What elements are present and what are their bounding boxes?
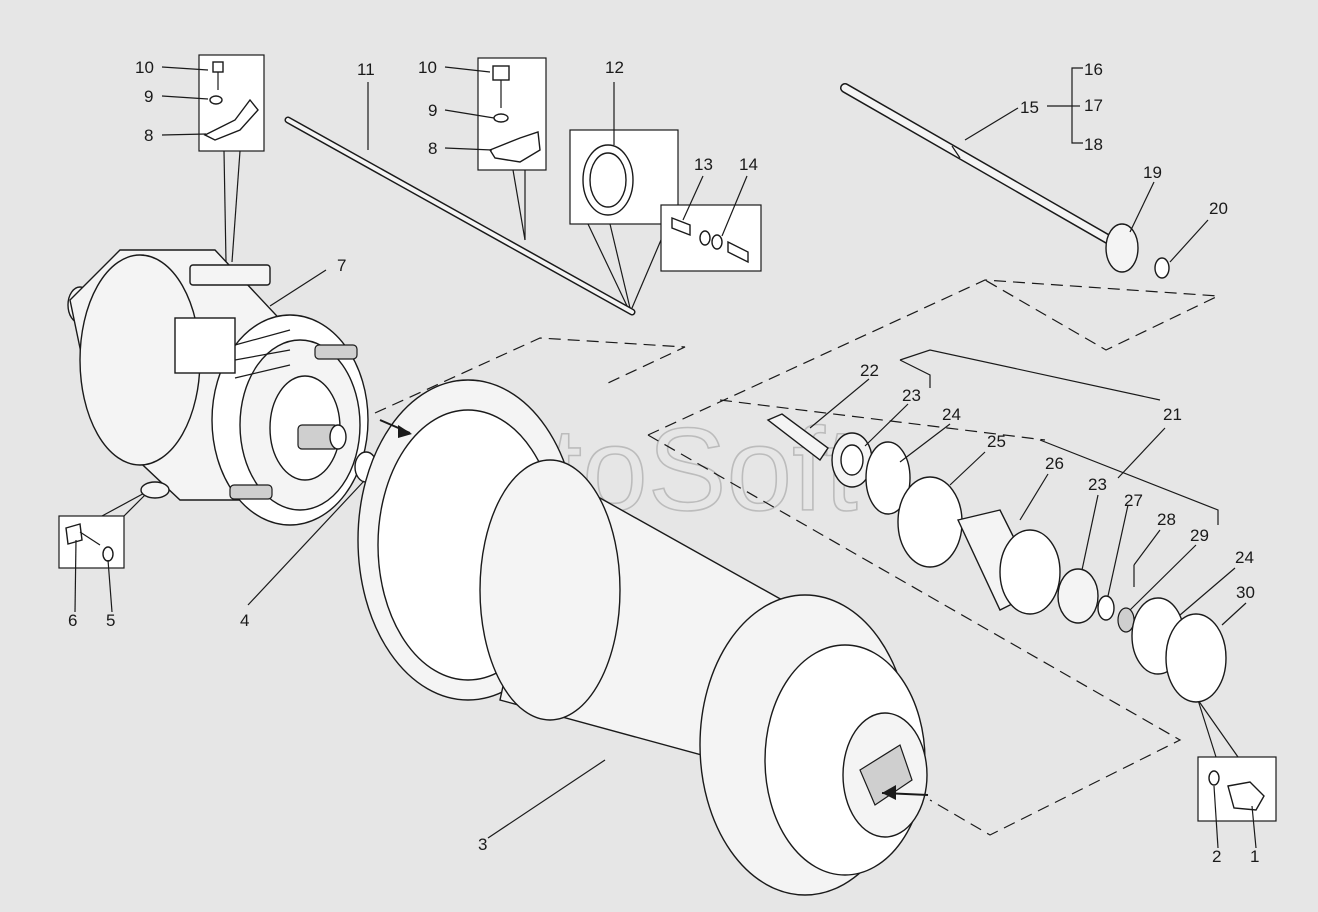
callout-16: 16 <box>1084 60 1103 79</box>
callout-25: 25 <box>987 432 1006 451</box>
callout-7: 7 <box>337 256 346 275</box>
snap-ring-part-20 <box>1154 257 1170 279</box>
gasket-part-25 <box>897 476 963 568</box>
callout-30: 30 <box>1236 583 1255 602</box>
callout-11: 11 <box>357 60 375 79</box>
callout-1: 1 <box>1250 847 1259 866</box>
callout-2: 2 <box>1212 847 1221 866</box>
callout-22: 22 <box>860 361 879 380</box>
washer-part-27 <box>1097 595 1115 621</box>
callout-20: 20 <box>1209 199 1228 218</box>
callout-labels: 1 2 3 4 5 6 7 8 8 9 9 10 10 11 12 13 14 … <box>68 58 1259 866</box>
callout-18: 18 <box>1084 135 1103 154</box>
callout-10-right: 10 <box>418 58 437 77</box>
callout-8-right: 8 <box>428 139 437 158</box>
callout-5: 5 <box>106 611 115 630</box>
leader-lines <box>74 66 1257 849</box>
callout-29: 29 <box>1190 526 1209 545</box>
callout-14: 14 <box>739 155 758 174</box>
bearing-part-23-b <box>1057 568 1099 624</box>
callout-23-upper: 23 <box>902 386 921 405</box>
callout-9-right: 9 <box>428 101 437 120</box>
callout-12: 12 <box>605 58 624 77</box>
callout-3: 3 <box>478 835 487 854</box>
cover-part-30 <box>1165 613 1227 703</box>
callout-27: 27 <box>1124 491 1143 510</box>
gear-part-19 <box>1105 223 1139 273</box>
connector-lines <box>101 150 1239 758</box>
callout-24-lower: 24 <box>1235 548 1254 567</box>
tube-part-11 <box>284 116 636 316</box>
small-hardware <box>65 61 1265 811</box>
assembly-outlines <box>374 279 1221 836</box>
callout-23-lower: 23 <box>1088 475 1107 494</box>
nut-part-29 <box>1117 607 1135 633</box>
callout-15: 15 <box>1020 98 1039 117</box>
callout-24-upper: 24 <box>942 405 961 424</box>
callout-21: 21 <box>1163 405 1182 424</box>
callout-19: 19 <box>1143 163 1162 182</box>
hub-motor-part-7 <box>67 249 369 526</box>
callout-17: 17 <box>1084 96 1103 115</box>
wheel-drum-part-3 <box>357 379 929 896</box>
callout-8-left: 8 <box>144 126 153 145</box>
callout-10-left: 10 <box>135 58 154 77</box>
bolt-part-22 <box>766 413 829 462</box>
callout-9-left: 9 <box>144 87 153 106</box>
callout-4: 4 <box>240 611 249 630</box>
callout-28: 28 <box>1157 510 1176 529</box>
callout-13: 13 <box>694 155 713 174</box>
axle-shaft-part-15 <box>840 83 1123 250</box>
callout-26: 26 <box>1045 454 1064 473</box>
seal-part-24-a <box>865 441 911 515</box>
callout-6: 6 <box>68 611 77 630</box>
hub-cap-components <box>766 413 1227 703</box>
